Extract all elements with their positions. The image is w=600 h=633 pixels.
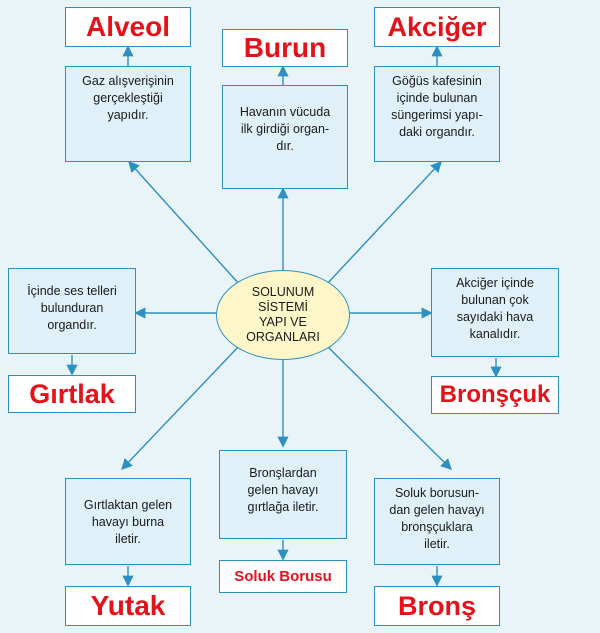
- center-node: SOLUNUM SİSTEMİ YAPI VE ORGANLARI: [216, 270, 350, 360]
- desc-girtlak-text: İçinde ses telleri bulunduran organdır.: [27, 284, 117, 332]
- label-bronscuk: Bronşçuk: [431, 376, 559, 414]
- arrow-to-brons: [325, 344, 452, 470]
- label-soluk-borusu: Soluk Borusu: [219, 560, 347, 593]
- desc-soluk-borusu: Bronşlardan gelen havayı gırtlağa iletir…: [219, 450, 347, 539]
- desc-alveol: Gaz alışverişinin gerçekleştiği yapıdır.: [65, 66, 191, 162]
- desc-akciger: Göğüs kafesinin içinde bulunan süngerims…: [374, 66, 500, 162]
- label-alveol: Alveol: [65, 7, 191, 47]
- desc-bronscuk-text: Akciğer içinde bulunan çok sayıdaki hava…: [456, 276, 534, 341]
- arrow-to-yutak: [121, 344, 241, 471]
- center-text: SOLUNUM SİSTEMİ YAPI VE ORGANLARI: [246, 285, 320, 344]
- label-brons: Bronş: [374, 586, 500, 626]
- desc-yutak: Gırtlaktan gelen havayı burna iletir.: [65, 478, 191, 565]
- desc-bronscuk: Akciğer içinde bulunan çok sayıdaki hava…: [431, 268, 559, 357]
- desc-girtlak: İçinde ses telleri bulunduran organdır.: [8, 268, 136, 354]
- arrow-to-alveol: [128, 160, 241, 286]
- desc-burun-text: Havanın vücuda ilk girdiği organ- dır.: [239, 105, 331, 153]
- desc-yutak-text: Gırtlaktan gelen havayı burna iletir.: [83, 498, 173, 546]
- arrow-to-akciger: [325, 160, 442, 286]
- desc-brons: Soluk borusun- dan gelen havayı bronşçuk…: [374, 478, 500, 565]
- label-burun: Burun: [222, 29, 348, 67]
- desc-alveol-text: Gaz alışverişinin gerçekleştiği yapıdır.: [82, 74, 174, 122]
- label-yutak: Yutak: [65, 586, 191, 626]
- desc-akciger-text: Göğüs kafesinin içinde bulunan süngerims…: [391, 74, 483, 139]
- label-girtlak: Gırtlak: [8, 375, 136, 413]
- desc-burun: Havanın vücuda ilk girdiği organ- dır.: [222, 85, 348, 189]
- label-akciger: Akciğer: [374, 7, 500, 47]
- desc-brons-text: Soluk borusun- dan gelen havayı bronşçuk…: [389, 486, 485, 551]
- desc-soluk-borusu-text: Bronşlardan gelen havayı gırtlağa iletir…: [247, 466, 319, 514]
